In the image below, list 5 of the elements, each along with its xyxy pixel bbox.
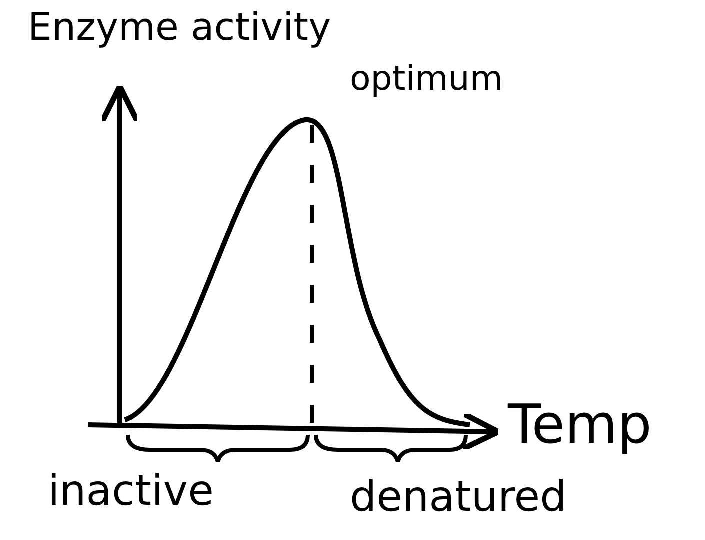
region-label: inactive xyxy=(48,470,214,512)
region-label: denatured xyxy=(350,476,567,518)
axis-label: Temp xyxy=(508,398,652,452)
peak-label: optimum xyxy=(350,62,503,96)
axis-label: Enzyme activity xyxy=(28,8,332,46)
